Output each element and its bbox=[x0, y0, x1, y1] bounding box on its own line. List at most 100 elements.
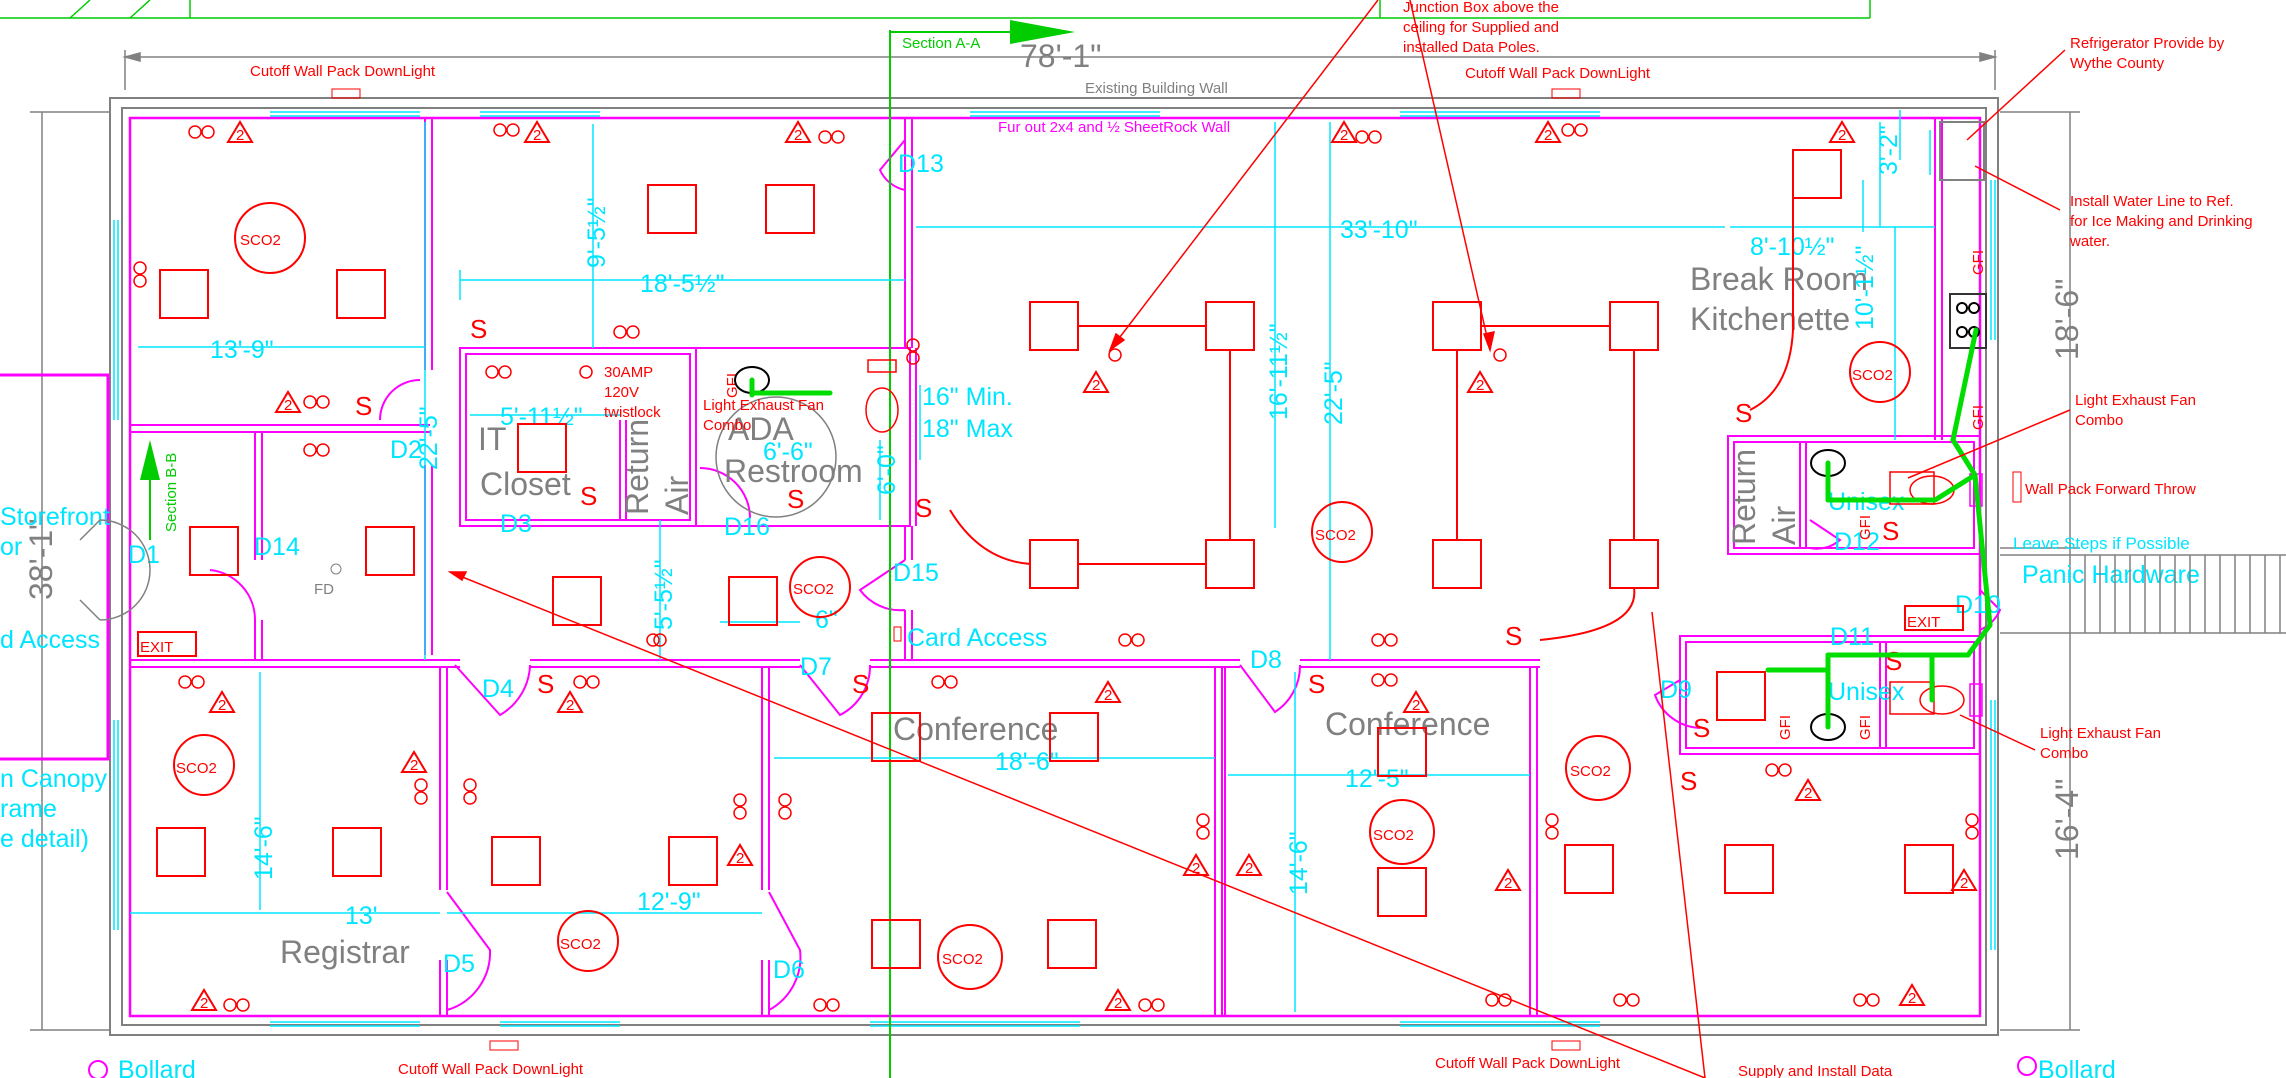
existing-wall-label: Existing Building Wall bbox=[1085, 80, 1228, 97]
svg-text:13': 13' bbox=[345, 902, 378, 930]
svg-text:16'-11½": 16'-11½" bbox=[1265, 323, 1293, 420]
svg-text:SCO2: SCO2 bbox=[1373, 827, 1414, 844]
svg-text:Storefront: Storefront bbox=[0, 503, 110, 531]
svg-text:SCO2: SCO2 bbox=[240, 232, 281, 249]
svg-text:2: 2 bbox=[1245, 860, 1253, 877]
receptacles bbox=[133, 123, 1979, 1012]
svg-text:Leave Steps if Possible: Leave Steps if Possible bbox=[2013, 534, 2190, 553]
svg-text:Panic Hardware: Panic Hardware bbox=[2022, 561, 2200, 589]
svg-text:2: 2 bbox=[1192, 860, 1200, 877]
door-d2: D2 bbox=[390, 436, 422, 464]
svg-text:2: 2 bbox=[410, 757, 418, 774]
svg-text:twistlock: twistlock bbox=[604, 404, 661, 421]
svg-text:Refrigerator Provide by: Refrigerator Provide by bbox=[2070, 35, 2225, 52]
svg-text:SCO2: SCO2 bbox=[1315, 527, 1356, 544]
svg-text:14'-6": 14'-6" bbox=[250, 816, 278, 880]
svg-text:Wythe County: Wythe County bbox=[2070, 55, 2165, 72]
door-d4: D4 bbox=[482, 675, 514, 703]
dimension-labels: 13'-9" 18'-5½" 9'-5½" 22'-5" 5'-11½" 6'-… bbox=[210, 125, 1903, 930]
light-fixtures bbox=[156, 149, 1954, 969]
overall-dimension bbox=[122, 50, 1998, 90]
smoke-detectors: S S S S S S S S S S S S S S bbox=[355, 314, 1902, 796]
svg-text:S: S bbox=[470, 314, 487, 344]
svg-text:Combo: Combo bbox=[2075, 412, 2123, 429]
svg-text:S: S bbox=[580, 481, 597, 511]
room-break-2: Kitchenette bbox=[1690, 301, 1850, 337]
door-swings bbox=[209, 139, 2002, 1011]
svg-text:S: S bbox=[1693, 713, 1710, 743]
svg-text:S: S bbox=[355, 391, 372, 421]
svg-text:2: 2 bbox=[284, 397, 292, 414]
svg-text:SCO2: SCO2 bbox=[176, 760, 217, 777]
section-bb: Section B-B bbox=[140, 440, 180, 540]
svg-text:Wall Pack Forward Throw: Wall Pack Forward Throw bbox=[2025, 481, 2196, 498]
svg-text:for Ice Making and Drinking: for Ice Making and Drinking bbox=[2070, 213, 2253, 230]
svg-text:SCO2: SCO2 bbox=[1852, 367, 1893, 384]
svg-text:d Access: d Access bbox=[0, 626, 100, 654]
svg-text:22'-5": 22'-5" bbox=[1320, 361, 1348, 425]
svg-text:Supply and Install Data: Supply and Install Data bbox=[1738, 1063, 1893, 1078]
svg-text:18'-5½": 18'-5½" bbox=[640, 270, 725, 298]
sco2-circles bbox=[173, 202, 1911, 990]
svg-text:2: 2 bbox=[1504, 875, 1512, 892]
existing-building-outline bbox=[109, 97, 1999, 1036]
svg-text:3'-2": 3'-2" bbox=[1875, 125, 1903, 175]
svg-text:2: 2 bbox=[1104, 687, 1112, 704]
svg-text:33'-10": 33'-10" bbox=[1340, 216, 1418, 244]
svg-text:GFI: GFI bbox=[1857, 715, 1874, 740]
sco2-labels: SCO2 SCO2 SCO2 SCO2 SCO2 SCO2 SCO2 SCO2 … bbox=[176, 232, 1893, 968]
svg-text:18'-6": 18'-6" bbox=[995, 748, 1059, 776]
right-depth-bottom-label: 16'-4" bbox=[2049, 778, 2085, 860]
door-d13: D13 bbox=[898, 150, 944, 178]
svg-text:2: 2 bbox=[1340, 127, 1348, 144]
room-break: Break Room bbox=[1690, 261, 1868, 297]
svg-text:Bollard: Bollard bbox=[2038, 1056, 2116, 1078]
svg-text:GFI: GFI bbox=[1970, 405, 1987, 430]
svg-text:Combo: Combo bbox=[2040, 745, 2088, 762]
svg-text:120V: 120V bbox=[604, 384, 639, 401]
svg-text:16" Min.: 16" Min. bbox=[922, 383, 1013, 411]
svg-text:2: 2 bbox=[1412, 697, 1420, 714]
svg-text:Install Water Line to Ref.: Install Water Line to Ref. bbox=[2070, 193, 2234, 210]
svg-text:2: 2 bbox=[236, 127, 244, 144]
svg-text:Light Exhaust Fan: Light Exhaust Fan bbox=[703, 397, 824, 414]
svg-text:2: 2 bbox=[200, 995, 208, 1012]
door-d6: D6 bbox=[773, 956, 805, 984]
svg-text:Cutoff Wall Pack DownLight: Cutoff Wall Pack DownLight bbox=[1435, 1055, 1621, 1072]
data-outlet-numbers: 2 2 2 2 2 2 2 2 2 2 2 2 2 2 2 2 2 2 2 2 … bbox=[200, 127, 1968, 1012]
svg-text:2: 2 bbox=[533, 127, 541, 144]
leader-lines bbox=[447, 0, 2071, 1078]
room-registrar: Registrar bbox=[280, 934, 410, 970]
svg-text:2: 2 bbox=[1114, 995, 1122, 1012]
room-labels: IT Closet Return Air ADA Restroom Break … bbox=[280, 261, 1905, 970]
svg-text:e detail): e detail) bbox=[0, 825, 89, 853]
svg-text:2: 2 bbox=[794, 127, 802, 144]
svg-text:12'-5": 12'-5" bbox=[1345, 765, 1409, 793]
svg-text:12'-9": 12'-9" bbox=[637, 888, 701, 916]
interior-walls bbox=[130, 118, 1985, 1016]
svg-text:2: 2 bbox=[218, 697, 226, 714]
svg-text:2: 2 bbox=[736, 850, 744, 867]
svg-text:9'-5½": 9'-5½" bbox=[583, 197, 611, 268]
svg-text:5'-5½": 5'-5½" bbox=[650, 559, 678, 630]
left-edge-notes: Storefront or d Access n Canopy rame e d… bbox=[0, 503, 110, 853]
room-restroom: ADA bbox=[728, 411, 794, 447]
svg-text:Light Exhaust Fan: Light Exhaust Fan bbox=[2040, 725, 2161, 742]
svg-text:13'-9": 13'-9" bbox=[210, 336, 274, 364]
door-d8: D8 bbox=[1250, 646, 1282, 674]
svg-text:water.: water. bbox=[2069, 233, 2110, 250]
svg-text:GFI: GFI bbox=[1857, 515, 1874, 540]
svg-text:GFI: GFI bbox=[1777, 715, 1794, 740]
exterior-wall bbox=[128, 116, 1982, 1018]
svg-text:SCO2: SCO2 bbox=[793, 581, 834, 598]
svg-text:n Canopy: n Canopy bbox=[0, 765, 108, 793]
svg-text:SCO2: SCO2 bbox=[942, 951, 983, 968]
section-aa: Section A-A bbox=[889, 20, 1075, 1078]
svg-text:Junction Box above the: Junction Box above the bbox=[1403, 0, 1559, 16]
svg-text:S: S bbox=[1505, 621, 1522, 651]
door-d15: D15 bbox=[893, 559, 939, 587]
svg-text:2: 2 bbox=[1544, 127, 1552, 144]
plumbing-lines bbox=[749, 327, 1993, 730]
overall-depth-label: 38'-1" bbox=[23, 518, 59, 600]
